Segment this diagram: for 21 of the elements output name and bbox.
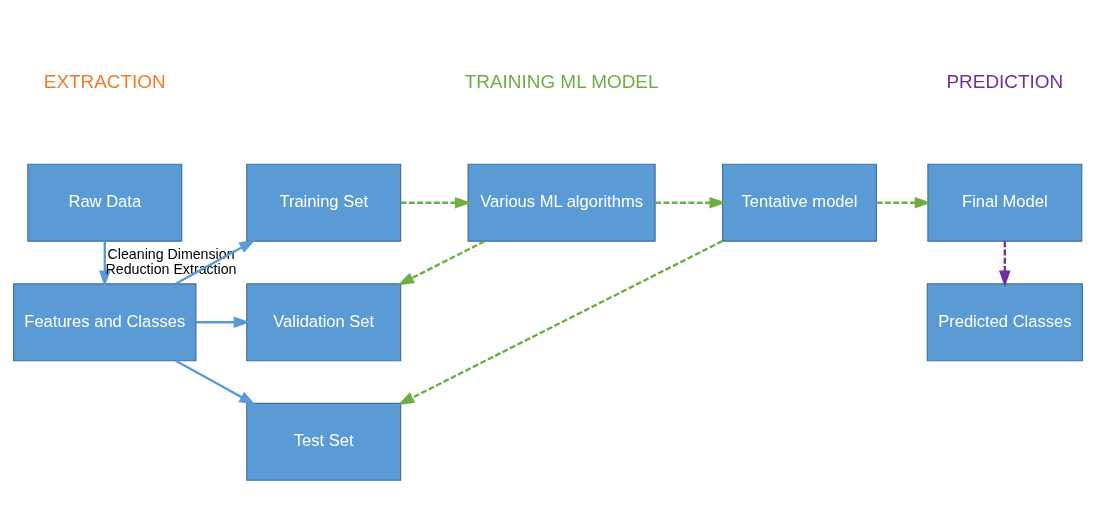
- label: TRAINING ML MODEL: [464, 70, 659, 92]
- node-box: Features and Classes: [13, 282, 197, 361]
- arrow: [999, 240, 1011, 287]
- arrow: [876, 196, 932, 209]
- node-box: Final Model: [927, 163, 1083, 242]
- node-box: Various ML algorithms: [467, 163, 656, 242]
- arrow: [175, 359, 256, 405]
- label: EXTRACTION: [43, 70, 166, 92]
- node-box: Predicted Classes: [926, 282, 1083, 361]
- arrow: [195, 315, 251, 328]
- arrow: [397, 239, 723, 405]
- node-box: Tentative model: [722, 163, 877, 242]
- node-box: Validation Set: [246, 282, 402, 361]
- arrow: [98, 240, 111, 287]
- arrow: [655, 196, 727, 209]
- node-box: Test Set: [246, 402, 402, 481]
- arrow: [400, 196, 472, 209]
- node-box: Training Set: [246, 163, 402, 242]
- node-box: Raw Data: [27, 163, 183, 242]
- arrow: [397, 239, 485, 285]
- label: PREDICTION: [946, 70, 1064, 92]
